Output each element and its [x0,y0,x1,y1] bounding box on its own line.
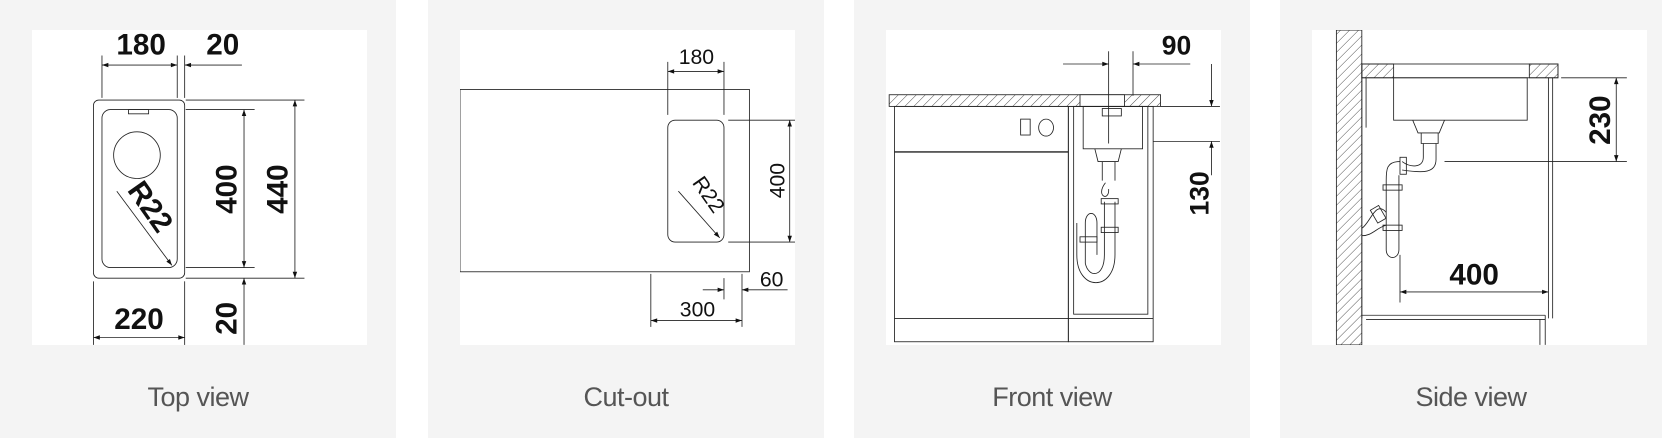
cut-out-outline [667,119,725,243]
knob-round [1038,118,1054,137]
dim-230: 230 [1584,95,1617,145]
dim-440: 440 [261,164,294,214]
countertop-outline [460,89,750,273]
dim-130: 130 [1184,171,1214,215]
side-view-label: Side view [1415,382,1527,412]
dim-20-bottom: 20 [211,302,244,335]
overflow-slot [128,109,150,115]
radius-label: R22 [121,175,179,239]
dim-400: 400 [1449,259,1499,292]
dim-90: 90 [1162,30,1191,60]
dim-400: 400 [211,164,244,214]
front-view-drawing: 90 130 [886,30,1221,345]
top-view-card: R22 180 20 400 440 220 20 Top view [0,0,396,438]
side-view-card: 230 400 Side view [1280,0,1662,438]
radius-label: R22 [688,172,729,217]
dim-220: 220 [114,303,164,336]
sink-bowl [1082,105,1143,150]
knob-square [1020,118,1031,136]
top-view-drawing: R22 180 20 400 440 220 20 [32,30,367,345]
sink-cabinet [1067,105,1154,343]
front-view-card: 90 130 Front view [854,0,1250,438]
side-view-drawing: 230 400 [1312,30,1647,345]
radius-leader [116,190,173,266]
dim-180: 180 [116,30,166,61]
top-view-label: Top view [147,382,249,412]
dim-60: 60 [760,269,784,292]
dim-300: 300 [680,298,715,321]
dim-180: 180 [679,46,714,69]
dim-20-top: 20 [206,30,239,61]
cut-out-label: Cut-out [583,382,669,412]
sink-bowl [1393,77,1528,121]
cut-out-card: 180 400 R22 60 300 Cut-out [428,0,824,438]
cut-out-drawing: 180 400 R22 60 300 [460,30,795,345]
wall [1335,30,1363,345]
sink-outline [93,99,186,279]
dishwasher [894,105,1069,343]
front-view-label: Front view [992,382,1112,412]
drain-circle [113,131,161,179]
dim-400: 400 [766,163,789,198]
